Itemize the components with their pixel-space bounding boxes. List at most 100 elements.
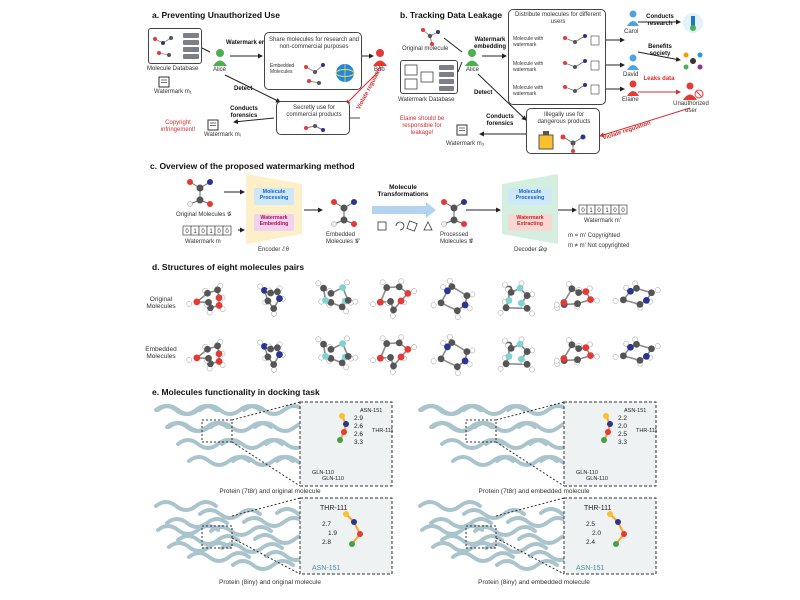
molecule-embedded-3 [315,335,359,371]
carol-avatar-icon [627,10,639,26]
d-row1-label: Original Molecules [146,296,176,311]
elaine-label: Elaine [622,97,639,103]
david-avatar-icon [627,54,639,70]
decoder-label: Decoder 𝒟φ [514,247,548,253]
molecule-embedded-6 [497,336,536,373]
illegal-use-box: Illegally use for dangerous products [526,108,600,154]
molecule-embedded-1 [186,338,226,372]
section-e-title: e. Molecules functionality in docking ta… [152,387,320,397]
molecule-embedded-5 [430,334,476,376]
zoom-guide-line [231,537,301,575]
distance-label: 2.0 [592,530,601,537]
watermark-mi-label: Watermark mᵢ [204,132,241,138]
molecule-original-3 [315,279,359,315]
distance-label: 2.0 [618,423,627,430]
residue-label: THR-111 [372,428,394,434]
distance-label: 2.8 [322,539,331,546]
distance-label: 2.5 [618,431,627,438]
molecule-embedded-2 [257,339,286,373]
unauthorized-user-label: Unauthorized user [673,101,709,114]
bit-in-3: 1 [209,229,213,235]
bit-out-4: 0 [613,208,617,214]
residue-label: THR-111 [584,505,611,512]
b-alice-avatar-icon [465,49,479,66]
ligand-molecule [601,413,613,443]
illegally-text: Illegally use for dangerous products [537,112,591,125]
commercial-molecule-icon [304,124,325,132]
decoder-processing-block [508,188,552,205]
distribute-text: Distribute molecules for different users [515,12,601,25]
section-d-title: d. Structures of eight molecules pairs [152,262,305,272]
conducts-research-label: Conducts research [646,14,674,27]
residue-label: GLN-110 [322,476,344,482]
watermark-doc-icon [158,76,170,88]
b-conducts-forensics-label: Conducts forensics [486,114,514,127]
distance-label: 2.5 [586,521,595,528]
bit-in-4: 0 [217,229,221,235]
watermark-database-box [400,60,458,94]
residue-label: GLN-110 [586,476,608,482]
transformations-arrow [372,202,436,232]
molecule-pairs-svg [186,278,661,376]
c-embedded-molecule-graphic [331,199,357,227]
distance-label: 2.2 [618,415,627,422]
residue-label: ASN-151 [624,408,646,414]
society-icon [683,52,703,70]
protein-ribbon [154,404,339,467]
alice-label: Alice [213,67,227,73]
watermark-m3-label: Watermark m₃ [446,141,485,147]
bit-in-0: 0 [185,229,189,235]
molecule-original-1 [186,282,226,316]
secretly-text: Secretly use for commercial products [286,105,342,118]
c-processed-molecule-graphic [441,199,467,227]
c-embedded-molecules-label: Embedded Molecules 𝒢' [326,232,361,245]
watermark-database-label: Watermark Database [398,97,455,103]
mol-wm-1-tag: Molecule with watermark [513,36,544,48]
molecule-original-8 [612,280,661,311]
distance-label: 3.3 [618,439,627,446]
watermark-m3-doc-icon [456,124,468,136]
distance-label: 2.6 [354,431,363,438]
molecule-original-6 [497,280,536,317]
docking-caption-1: Protein (7t8r) and original molecule [219,488,321,495]
molecule-embedded-7 [553,337,600,367]
share-text: Share molecules for research and non-com… [268,37,360,50]
docking-caption-4: Protein (8iny) and embedded molecule [478,579,590,586]
elaine-responsible-label: Elaine should be responsible for leakage… [399,116,445,136]
encoder-processing-block [254,188,294,205]
encoder-embedding-label: Watermark Embedding [259,215,289,228]
binding-site-inset [299,497,393,575]
molecule-database-icon [153,33,199,59]
secretly-use-box: Secretly use for commercial products [276,101,350,135]
decoder-extracting-block [508,214,552,231]
distribute-box: Distribute molecules for different users… [508,9,606,105]
molecule-database-box [148,28,202,64]
copyright-infringement-label: Copyright infringement! [160,120,196,133]
residue-label: ASN-151 [312,565,341,572]
watermark-mi-doc-icon [207,119,219,131]
docking-caption-3: Protein (8iny) and original molecule [219,579,321,586]
molecule-embedded-4 [370,334,418,375]
a-conducts-forensics-label: Conducts forensics [230,106,258,119]
section-c-title: c. Overview of the proposed watermarking… [150,161,355,171]
residue-label: GLN-110 [312,470,334,476]
binding-site-box [201,419,233,443]
zoom-guide-line [495,441,565,487]
b-detect-label: Detect [474,90,493,96]
binding-site-inset [563,497,657,575]
shared-molecule-graphics [304,63,355,85]
research-icon [683,13,703,33]
c-processed-molecules-label: Processed Molecules 𝒢̂ [440,232,473,245]
molecule-embedded-8 [612,336,661,367]
c-original-molecule-graphic [187,179,213,207]
docking-caption-2: Protein (7t8r) and embedded molecule [478,488,590,495]
original-molecule-label: Original molecule [402,46,449,52]
distance-label: 2.6 [354,423,363,430]
leaks-data-label: Leaks data [643,76,675,82]
distance-label: 3.3 [354,439,363,446]
distance-label: 2.9 [354,415,363,422]
